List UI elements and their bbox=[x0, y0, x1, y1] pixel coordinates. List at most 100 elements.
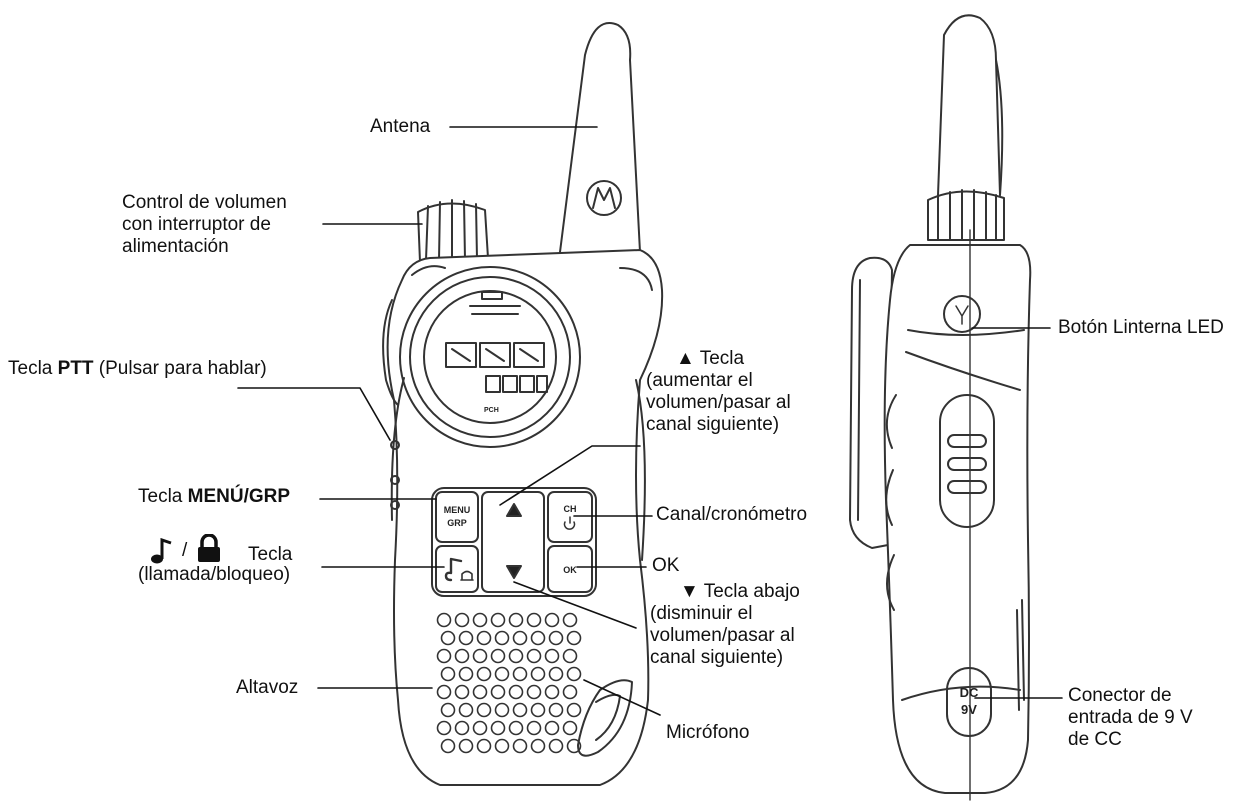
music-note-icon bbox=[151, 538, 172, 564]
leader-arriba bbox=[499, 445, 641, 506]
grille-hole bbox=[494, 630, 510, 646]
lcd-pch-text: PCH bbox=[484, 407, 499, 414]
ch-key: CH bbox=[547, 491, 593, 543]
grille-hole bbox=[566, 702, 582, 718]
label-microfono: Micrófono bbox=[666, 722, 750, 743]
grille-hole bbox=[526, 684, 542, 700]
label-llamada-word: Tecla bbox=[248, 544, 293, 565]
grille-hole bbox=[566, 738, 582, 754]
label-abajo-line2: (disminuir el bbox=[650, 603, 753, 624]
grille-hole bbox=[436, 720, 452, 736]
label-arriba-line3: volumen/pasar al bbox=[646, 392, 791, 413]
grille-hole bbox=[440, 738, 456, 754]
label-volumen-line3: alimentación bbox=[122, 236, 229, 257]
grille-hole bbox=[512, 666, 528, 682]
speaker-grille bbox=[436, 612, 582, 754]
label-volumen-line1: Control de volumen bbox=[122, 192, 287, 213]
label-menu-prefix: Tecla bbox=[138, 486, 188, 507]
grille-hole bbox=[512, 738, 528, 754]
menu-grp-key: MENU GRP bbox=[435, 491, 479, 543]
grille-hole bbox=[490, 684, 506, 700]
grille-hole bbox=[530, 702, 546, 718]
grille-hole bbox=[458, 738, 474, 754]
grille-hole bbox=[458, 666, 474, 682]
label-altavoz: Altavoz bbox=[236, 677, 299, 698]
dc-jack-line1: DC bbox=[960, 685, 979, 700]
label-llamada-sep: / bbox=[182, 540, 188, 561]
grille-hole bbox=[562, 648, 578, 664]
label-ok: OK bbox=[652, 555, 680, 576]
label-abajo-line1: ▼ Tecla abajo bbox=[680, 581, 800, 602]
ok-key-text: OK bbox=[563, 565, 577, 575]
grille-hole bbox=[508, 720, 524, 736]
label-conector-line3: de CC bbox=[1068, 729, 1122, 750]
label-menu: Tecla MENÚ/GRP bbox=[138, 486, 290, 508]
grille-hole bbox=[476, 630, 492, 646]
antenna bbox=[559, 22, 641, 253]
display: PCH bbox=[399, 266, 581, 448]
grille-hole bbox=[458, 702, 474, 718]
label-linterna: Botón Linterna LED bbox=[1058, 317, 1224, 338]
label-abajo: ▼ Tecla abajo (disminuir el volumen/pasa… bbox=[650, 581, 800, 669]
grille-hole bbox=[530, 666, 546, 682]
label-ptt: Tecla PTT (Pulsar para hablar) bbox=[8, 358, 267, 380]
grille-hole bbox=[440, 630, 456, 646]
motorola-logo-icon bbox=[586, 180, 622, 216]
grille-hole bbox=[512, 702, 528, 718]
dc-jack-line2: 9V bbox=[961, 702, 977, 717]
grille-hole bbox=[544, 612, 560, 628]
grille-hole bbox=[494, 666, 510, 682]
leader-abajo bbox=[513, 581, 637, 629]
front-view: PCH MENU GRP bbox=[382, 22, 664, 786]
grille-hole bbox=[562, 720, 578, 736]
up-down-keys bbox=[481, 491, 545, 593]
grille-hole bbox=[544, 720, 560, 736]
label-menu-bold: MENÚ/GRP bbox=[187, 486, 291, 507]
grille-hole bbox=[562, 684, 578, 700]
grille-hole bbox=[490, 612, 506, 628]
grille-hole bbox=[548, 738, 564, 754]
ptt-button bbox=[382, 299, 399, 406]
grille-hole bbox=[544, 648, 560, 664]
grille-hole bbox=[494, 738, 510, 754]
grille-hole bbox=[472, 648, 488, 664]
label-arriba-line2: (aumentar el bbox=[646, 370, 753, 391]
grille-hole bbox=[440, 666, 456, 682]
grille-hole bbox=[512, 630, 528, 646]
lock-icon bbox=[198, 534, 220, 562]
label-abajo-line4: canal siguiente) bbox=[650, 647, 784, 668]
grille-hole bbox=[476, 738, 492, 754]
grille-hole bbox=[490, 648, 506, 664]
menu-key-line2: GRP bbox=[447, 518, 467, 528]
leader-microfono bbox=[583, 679, 661, 716]
led-button bbox=[943, 295, 981, 333]
grille-hole bbox=[526, 648, 542, 664]
label-arriba-line4: canal siguiente) bbox=[646, 414, 780, 435]
label-conector-line1: Conector de bbox=[1068, 685, 1172, 706]
side-antenna bbox=[937, 14, 1001, 196]
grille-hole bbox=[566, 666, 582, 682]
menu-key-line1: MENU bbox=[444, 505, 471, 515]
leader-lines bbox=[237, 126, 1063, 716]
grille-hole bbox=[476, 702, 492, 718]
keypad-frame bbox=[431, 487, 597, 597]
label-llamada-line2: (llamada/bloqueo) bbox=[138, 564, 291, 585]
label-arriba: ▲ Tecla (aumentar el volumen/pasar al ca… bbox=[646, 348, 791, 436]
grille-hole bbox=[436, 612, 452, 628]
grille-hole bbox=[508, 684, 524, 700]
label-volumen: Control de volumen con interruptor de al… bbox=[122, 192, 287, 258]
grille-hole bbox=[526, 720, 542, 736]
grille-hole bbox=[454, 612, 470, 628]
label-arriba-line1: ▲ Tecla bbox=[676, 348, 745, 369]
grille-hole bbox=[472, 720, 488, 736]
ch-key-text: CH bbox=[564, 504, 577, 514]
grille-hole bbox=[508, 648, 524, 664]
grille-hole bbox=[490, 720, 506, 736]
label-ptt-prefix: Tecla bbox=[8, 358, 58, 379]
grille-hole bbox=[544, 684, 560, 700]
label-volumen-line2: con interruptor de bbox=[122, 214, 271, 235]
grille-hole bbox=[530, 630, 546, 646]
label-conector: Conector de entrada de 9 V de CC bbox=[1068, 685, 1193, 751]
grille-hole bbox=[548, 666, 564, 682]
